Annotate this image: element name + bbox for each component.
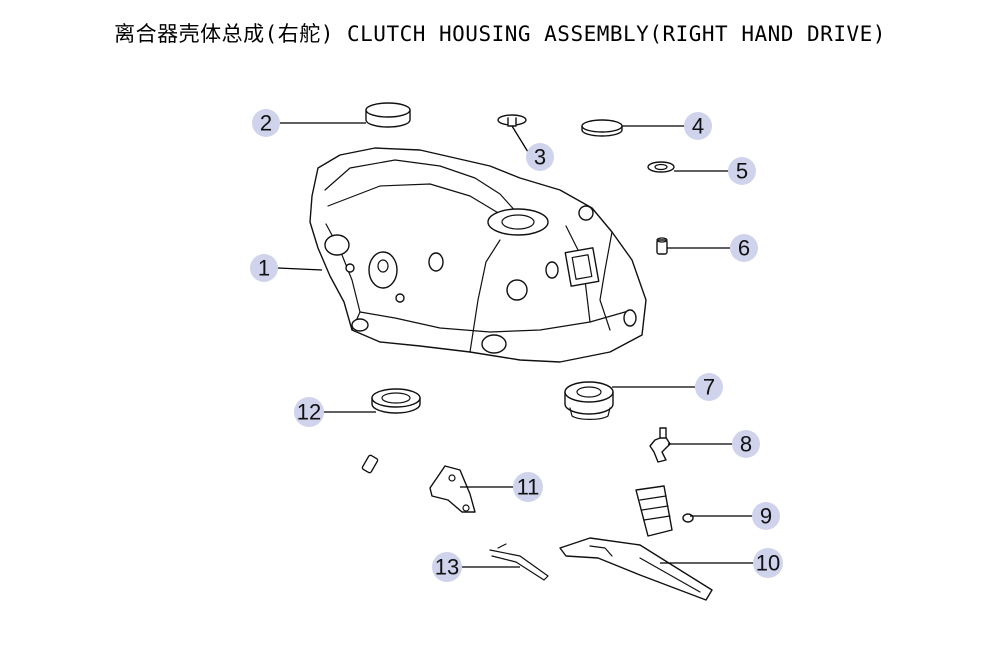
- clutch-housing: [309, 147, 647, 363]
- callout-2: 2: [252, 109, 280, 137]
- small-stud-plug: [497, 114, 527, 127]
- callout-label: 13: [435, 555, 459, 580]
- callout-1: 1: [250, 254, 278, 282]
- callout-10: 10: [753, 548, 783, 578]
- ring-cap: [647, 161, 675, 173]
- callout-11: 11: [513, 472, 543, 502]
- bolt: [361, 454, 379, 474]
- callout-label: 8: [740, 432, 752, 457]
- callout-label: 12: [297, 400, 321, 425]
- callout-12: 12: [294, 397, 324, 427]
- callout-label: 7: [703, 375, 715, 400]
- boot: [635, 485, 694, 537]
- callout-label: 4: [692, 114, 704, 139]
- diagram-title: 离合器壳体总成(右舵) CLUTCH HOUSING ASSEMBLY(RIGH…: [114, 22, 886, 46]
- callout-5: 5: [728, 157, 756, 185]
- leader-lines: [277, 122, 754, 568]
- dowel-pin: [656, 237, 668, 255]
- large-plug-cap: [365, 102, 411, 128]
- retainer-clip: [429, 465, 476, 513]
- callout-13: 13: [432, 552, 462, 582]
- callout-label: 10: [756, 551, 780, 576]
- callout-8: 8: [732, 430, 760, 458]
- callout-label: 6: [738, 236, 750, 261]
- spring-clip: [489, 543, 549, 581]
- callout-6: 6: [730, 234, 758, 262]
- oil-seal: [371, 388, 421, 414]
- large-oil-seal: [564, 381, 614, 420]
- pivot-stud: [649, 427, 671, 463]
- flat-cap: [581, 119, 623, 137]
- release-fork: [559, 537, 713, 601]
- callout-label: 5: [736, 159, 748, 184]
- callout-label: 2: [260, 111, 272, 136]
- callout-label: 11: [517, 475, 540, 500]
- callout-7: 7: [695, 373, 723, 401]
- callout-9: 9: [752, 502, 780, 530]
- callout-label: 3: [534, 145, 546, 170]
- callout-label: 1: [258, 256, 270, 281]
- callout-3: 3: [526, 143, 554, 171]
- callout-4: 4: [684, 112, 712, 140]
- callout-label: 9: [760, 504, 772, 529]
